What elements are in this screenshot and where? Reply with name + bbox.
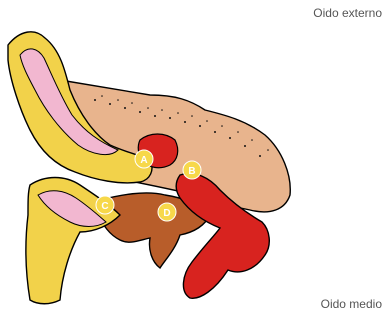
- svg-text:C: C: [101, 201, 108, 212]
- svg-text:A: A: [140, 155, 147, 166]
- svg-text:D: D: [163, 208, 170, 219]
- marker-d: D: [158, 203, 176, 221]
- marker-c: C: [96, 196, 114, 214]
- marker-b: B: [183, 161, 201, 179]
- svg-text:B: B: [188, 166, 195, 177]
- marker-a: A: [135, 150, 153, 168]
